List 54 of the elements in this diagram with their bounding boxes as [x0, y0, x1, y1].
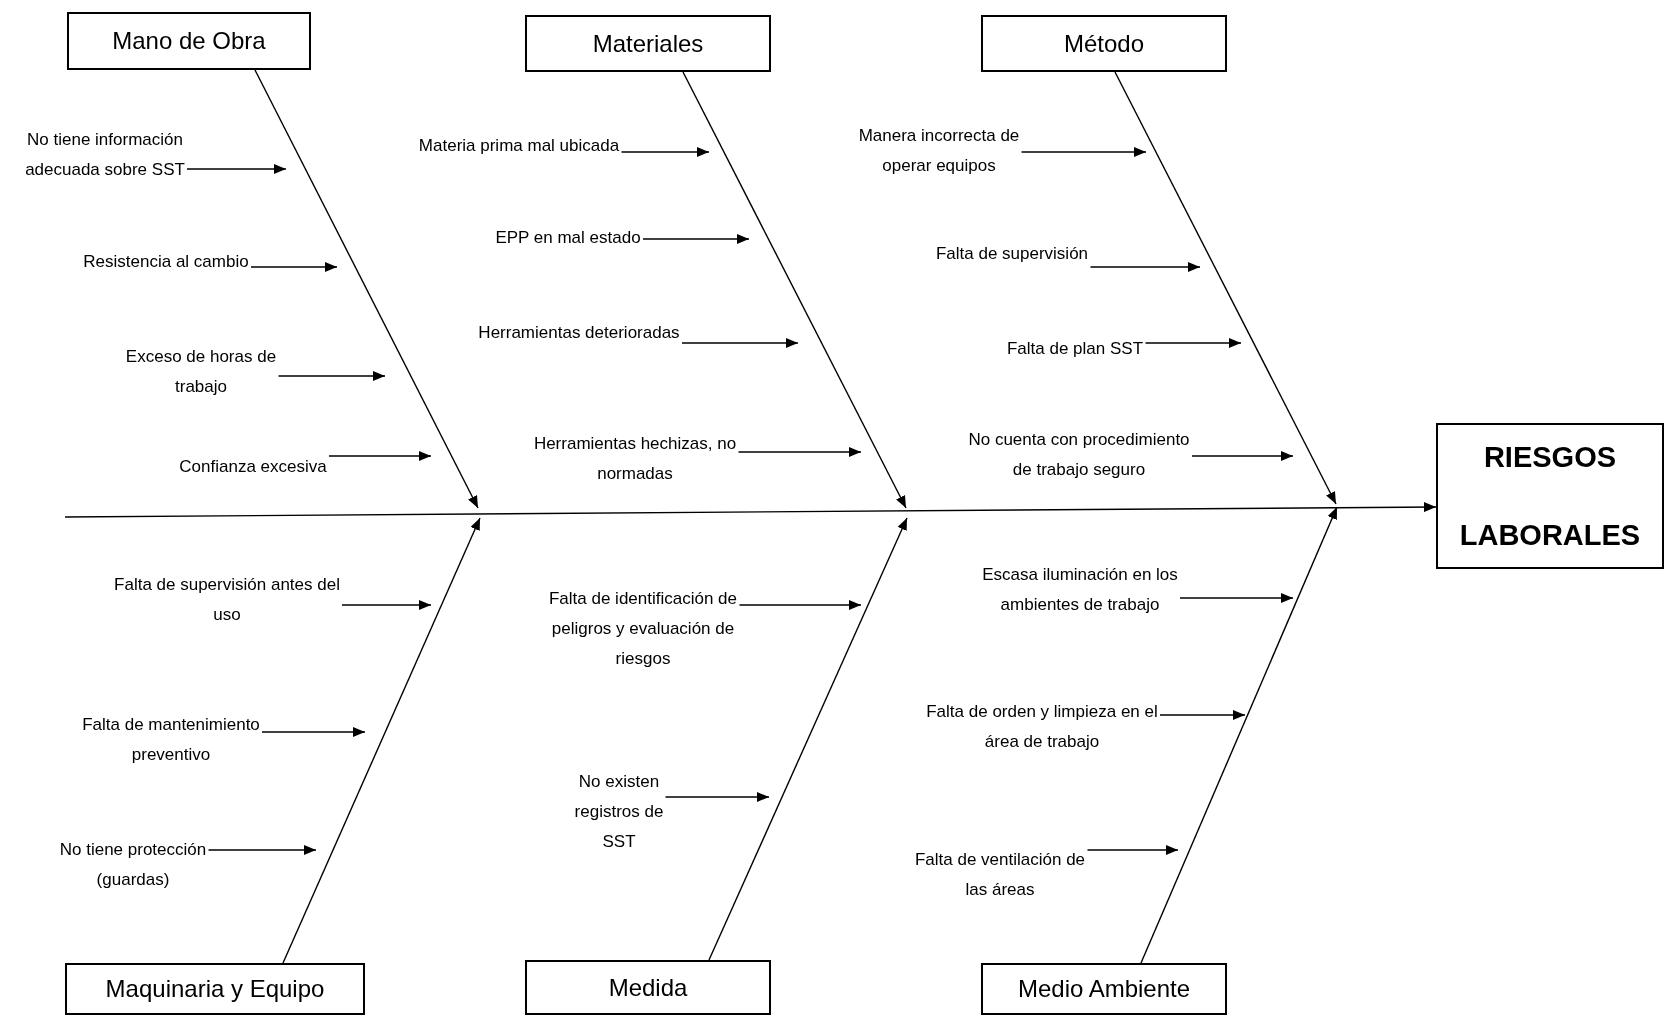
cause-text: Manera incorrecta de operar equipos [857, 121, 1021, 181]
arrow [1140, 506, 1338, 964]
cause-text: EPP en mal estado [494, 223, 642, 253]
arrow [1144, 338, 1242, 348]
cause-text: Herramientas deterioradas [477, 318, 681, 348]
cause-text: Exceso de horas de trabajo [124, 342, 278, 402]
cause-text: No cuenta con procedimiento de trabajo seguro [967, 425, 1191, 485]
category-box: Mano de Obra [67, 12, 311, 70]
effect-box: RIESGOS LABORALES [1436, 423, 1664, 569]
arrow [64, 502, 1437, 518]
arrow [261, 727, 366, 737]
arrow [1179, 593, 1294, 603]
arrow [620, 147, 710, 157]
arrow [642, 234, 750, 244]
category-box: Método [981, 15, 1227, 72]
cause-text: No tiene información adecuada sobre SST [24, 125, 186, 185]
cause-text: Falta de identificación de peligros y evaluación de riesgos [547, 584, 739, 674]
cause-text: No existen registros de SST [573, 767, 665, 857]
cause-text: Resistencia al cambio [82, 247, 250, 277]
arrow [207, 845, 317, 855]
arrow [282, 517, 481, 964]
cause-text: Falta de orden y limpieza en el área de trabajo [925, 697, 1159, 757]
arrow [254, 69, 479, 509]
category-box: Medio Ambiente [981, 963, 1227, 1015]
arrow [341, 600, 432, 610]
arrow [186, 164, 287, 174]
cause-text: Falta de supervisión antes del uso [113, 570, 341, 630]
arrow [738, 600, 862, 610]
cause-text: Falta de mantenimiento preventivo [81, 710, 261, 770]
arrow [277, 371, 386, 381]
cause-text: Confianza excesiva [178, 452, 328, 482]
arrow [1086, 845, 1179, 855]
category-box: Maquinaria y Equipo [65, 963, 365, 1015]
arrow [1020, 147, 1147, 157]
cause-text: Falta de plan SST [1005, 334, 1145, 364]
category-box: Materiales [525, 15, 771, 72]
arrow [737, 447, 862, 457]
arrow [682, 71, 907, 509]
arrow [664, 792, 770, 802]
category-box: Medida [525, 960, 771, 1015]
cause-text: Materia prima mal ubicada [417, 131, 621, 161]
arrow [1191, 451, 1294, 461]
cause-text: Falta de supervisión [934, 239, 1090, 269]
arrow [681, 338, 799, 348]
cause-text: Falta de ventilación de las áreas [913, 845, 1087, 905]
cause-text: Escasa iluminación en los ambientes de trabajo [981, 560, 1179, 620]
cause-text: Herramientas hechizas, no normadas [532, 429, 738, 489]
arrow [708, 517, 908, 961]
arrow [1089, 262, 1201, 272]
arrow [328, 451, 432, 461]
cause-text: No tiene protección (guardas) [58, 835, 208, 895]
arrow [1159, 710, 1246, 720]
arrow [1114, 71, 1337, 505]
arrow [250, 262, 338, 272]
